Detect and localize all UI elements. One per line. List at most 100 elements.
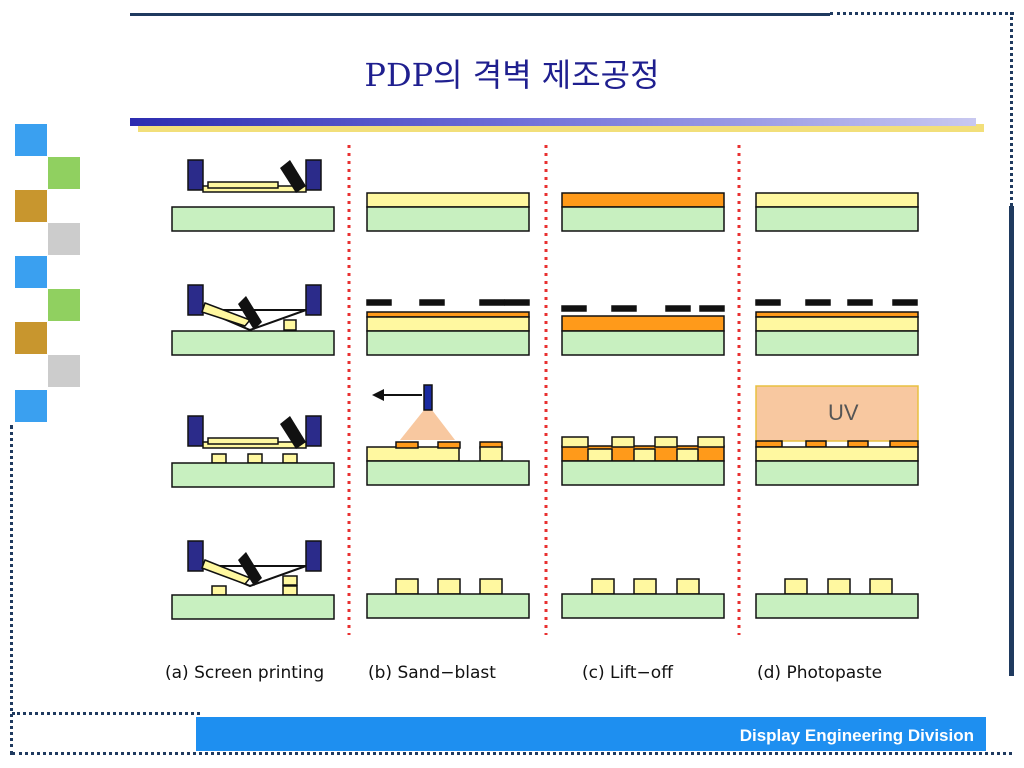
mask xyxy=(892,299,918,306)
barrier-rib xyxy=(479,578,503,595)
substrate xyxy=(171,462,335,488)
paste-on-screen xyxy=(201,559,252,585)
squeegee xyxy=(280,160,306,193)
decor-square xyxy=(15,322,47,354)
caption-screen-printing: (a) Screen printing xyxy=(165,663,324,683)
substrate xyxy=(755,460,919,486)
photoresist-cap xyxy=(847,440,869,448)
substrate xyxy=(366,593,530,619)
paste-layer xyxy=(366,316,530,332)
paste-layer xyxy=(366,446,460,462)
photoresist-cap xyxy=(395,441,419,449)
mask xyxy=(479,299,505,306)
mask xyxy=(665,305,691,312)
printed-paste xyxy=(283,319,297,331)
paste-fill xyxy=(587,448,613,462)
top-border-dots xyxy=(830,12,1014,15)
substrate xyxy=(171,330,335,356)
barrier-rib xyxy=(827,578,851,595)
mask xyxy=(611,305,637,312)
mask xyxy=(805,299,831,306)
substrate xyxy=(755,593,919,619)
screen-frame-left xyxy=(187,540,204,572)
printed-paste xyxy=(211,453,227,464)
caption-photopaste: (d) Photopaste xyxy=(757,663,882,683)
screen-frame-left xyxy=(187,284,204,316)
photoresist-cap xyxy=(437,441,461,449)
barrier-rib xyxy=(437,578,461,595)
substrate xyxy=(366,330,530,356)
decor-square xyxy=(48,355,80,387)
decor-square xyxy=(48,289,80,321)
substrate xyxy=(561,593,725,619)
paste-layer xyxy=(755,192,919,208)
caption-lift-off: (c) Lift−off xyxy=(582,663,674,683)
right-border-dots xyxy=(1010,12,1013,206)
printed-paste xyxy=(247,453,263,464)
direction-arrow-head xyxy=(372,389,384,401)
paste-layer xyxy=(366,192,530,208)
barrier-rib xyxy=(633,578,657,595)
printed-paste xyxy=(282,575,298,586)
mask xyxy=(504,299,530,306)
uv-exposure-region xyxy=(755,385,919,442)
barrier-rib xyxy=(591,578,615,595)
substrate xyxy=(561,206,725,232)
top-border-line xyxy=(130,13,830,16)
decor-square xyxy=(15,124,47,156)
paste-rib xyxy=(479,446,503,462)
screen-frame-right xyxy=(305,159,322,191)
paste-fill xyxy=(633,448,656,462)
bottom-left-border-dots xyxy=(12,712,200,715)
substrate xyxy=(561,330,725,356)
printed-paste xyxy=(282,585,298,596)
paste-top xyxy=(561,436,589,448)
substrate xyxy=(366,460,530,486)
substrate xyxy=(561,460,725,486)
decor-square xyxy=(15,190,47,222)
printed-paste xyxy=(282,453,298,464)
barrier-rib xyxy=(869,578,893,595)
bottom-border-dots xyxy=(12,752,1012,755)
paste-fill xyxy=(676,448,699,462)
screen-frame-right xyxy=(305,284,322,316)
caption-sand-blast: (b) Sand−blast xyxy=(368,663,496,683)
barrier-rib xyxy=(676,578,700,595)
paste-layer xyxy=(755,446,919,462)
decor-square xyxy=(48,223,80,255)
page-title: PDP의 격벽 제조공정 xyxy=(364,56,660,94)
mask xyxy=(419,299,445,306)
squeegee xyxy=(238,552,262,586)
decor-square xyxy=(15,390,47,422)
decor-square xyxy=(15,256,47,288)
barrier-rib xyxy=(395,578,419,595)
photoresist-layer xyxy=(561,192,725,208)
paste-on-screen xyxy=(201,302,252,327)
mask xyxy=(699,305,725,312)
substrate xyxy=(366,206,530,232)
substrate xyxy=(755,330,919,356)
paste-on-screen xyxy=(207,437,279,445)
title-underline xyxy=(130,118,976,126)
right-border-bar xyxy=(1009,206,1014,676)
footer-bar xyxy=(196,717,986,751)
mask xyxy=(755,299,781,306)
paste-top xyxy=(697,436,725,448)
screen-frame-right xyxy=(305,415,322,447)
decor-square xyxy=(48,157,80,189)
uv-label: UV xyxy=(828,400,859,425)
mask xyxy=(561,305,587,312)
barrier-rib xyxy=(784,578,808,595)
paste-layer xyxy=(755,316,919,332)
screen-frame-left xyxy=(187,159,204,191)
squeegee xyxy=(238,296,262,330)
screen-frame-right xyxy=(305,540,322,572)
photoresist-cap xyxy=(755,440,783,448)
nozzle xyxy=(423,384,433,411)
photoresist-cap xyxy=(805,440,827,448)
substrate xyxy=(755,206,919,232)
printed-paste xyxy=(211,585,227,596)
paste-on-screen xyxy=(207,181,279,189)
paste-top xyxy=(654,436,678,448)
